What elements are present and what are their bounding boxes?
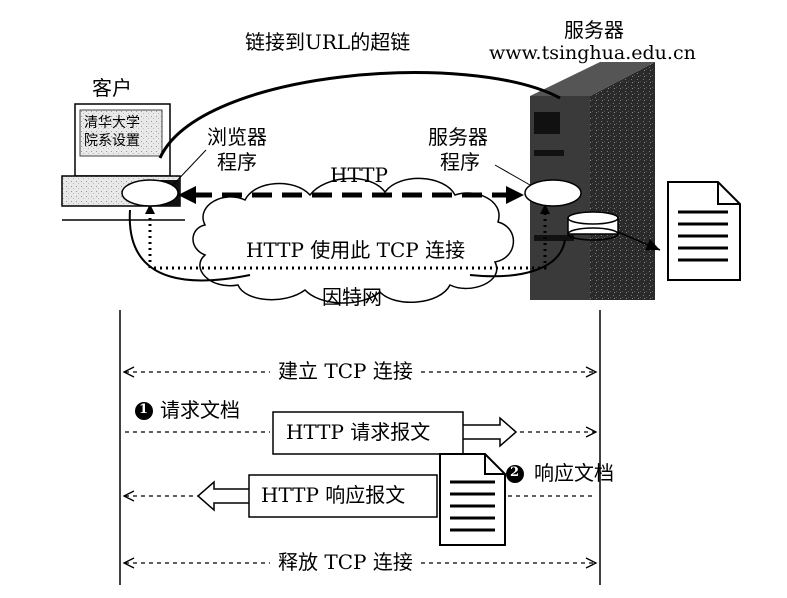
client-label: 客户 <box>92 76 132 100</box>
hyperlink-arc <box>158 71 561 159</box>
browser-ellipse <box>121 179 179 207</box>
request-arrow <box>125 411 598 455</box>
establish-label: 建立 TCP 连接 <box>270 361 421 381</box>
internet-cloud <box>192 177 515 304</box>
step1-num: 1 <box>139 402 149 417</box>
server-prog-line1: 服务器 <box>428 125 488 149</box>
client-server-loop <box>128 209 566 282</box>
http-dashed-arrow <box>178 186 524 204</box>
step1-label: 请求文档 <box>160 398 240 422</box>
tcp-label: HTTP 使用此 TCP 连接 <box>246 238 466 262</box>
response-arrow <box>122 474 595 518</box>
server-prog-line2: 程序 <box>440 150 480 174</box>
server-domain: www.tsinghua.edu.cn <box>489 42 696 64</box>
document-icon-bottom <box>439 453 506 546</box>
internet-label: 因特网 <box>322 285 382 309</box>
browser-label-line2: 程序 <box>217 150 257 174</box>
step1-circle <box>135 402 153 420</box>
step2-circle <box>506 465 524 483</box>
screen-line1: 清华大学 <box>84 115 140 131</box>
hyperlink-label: 链接到URL的超链 <box>245 30 411 54</box>
server-disk <box>567 211 619 241</box>
tcp-dotted-line <box>148 212 547 270</box>
server-label: 服务器 <box>564 18 624 42</box>
document-icon-top <box>667 181 741 281</box>
step2-label: 响应文档 <box>534 461 614 485</box>
browser-label-line1: 浏览器 <box>207 125 267 149</box>
step2-num: 2 <box>510 465 520 480</box>
server-program-ellipse <box>524 179 582 207</box>
http-label: HTTP <box>330 163 388 187</box>
response-msg: HTTP 响应报文 <box>261 483 406 507</box>
screen-line2: 院系设置 <box>84 133 140 149</box>
release-label: 释放 TCP 连接 <box>270 552 421 572</box>
request-msg: HTTP 请求报文 <box>286 420 431 444</box>
